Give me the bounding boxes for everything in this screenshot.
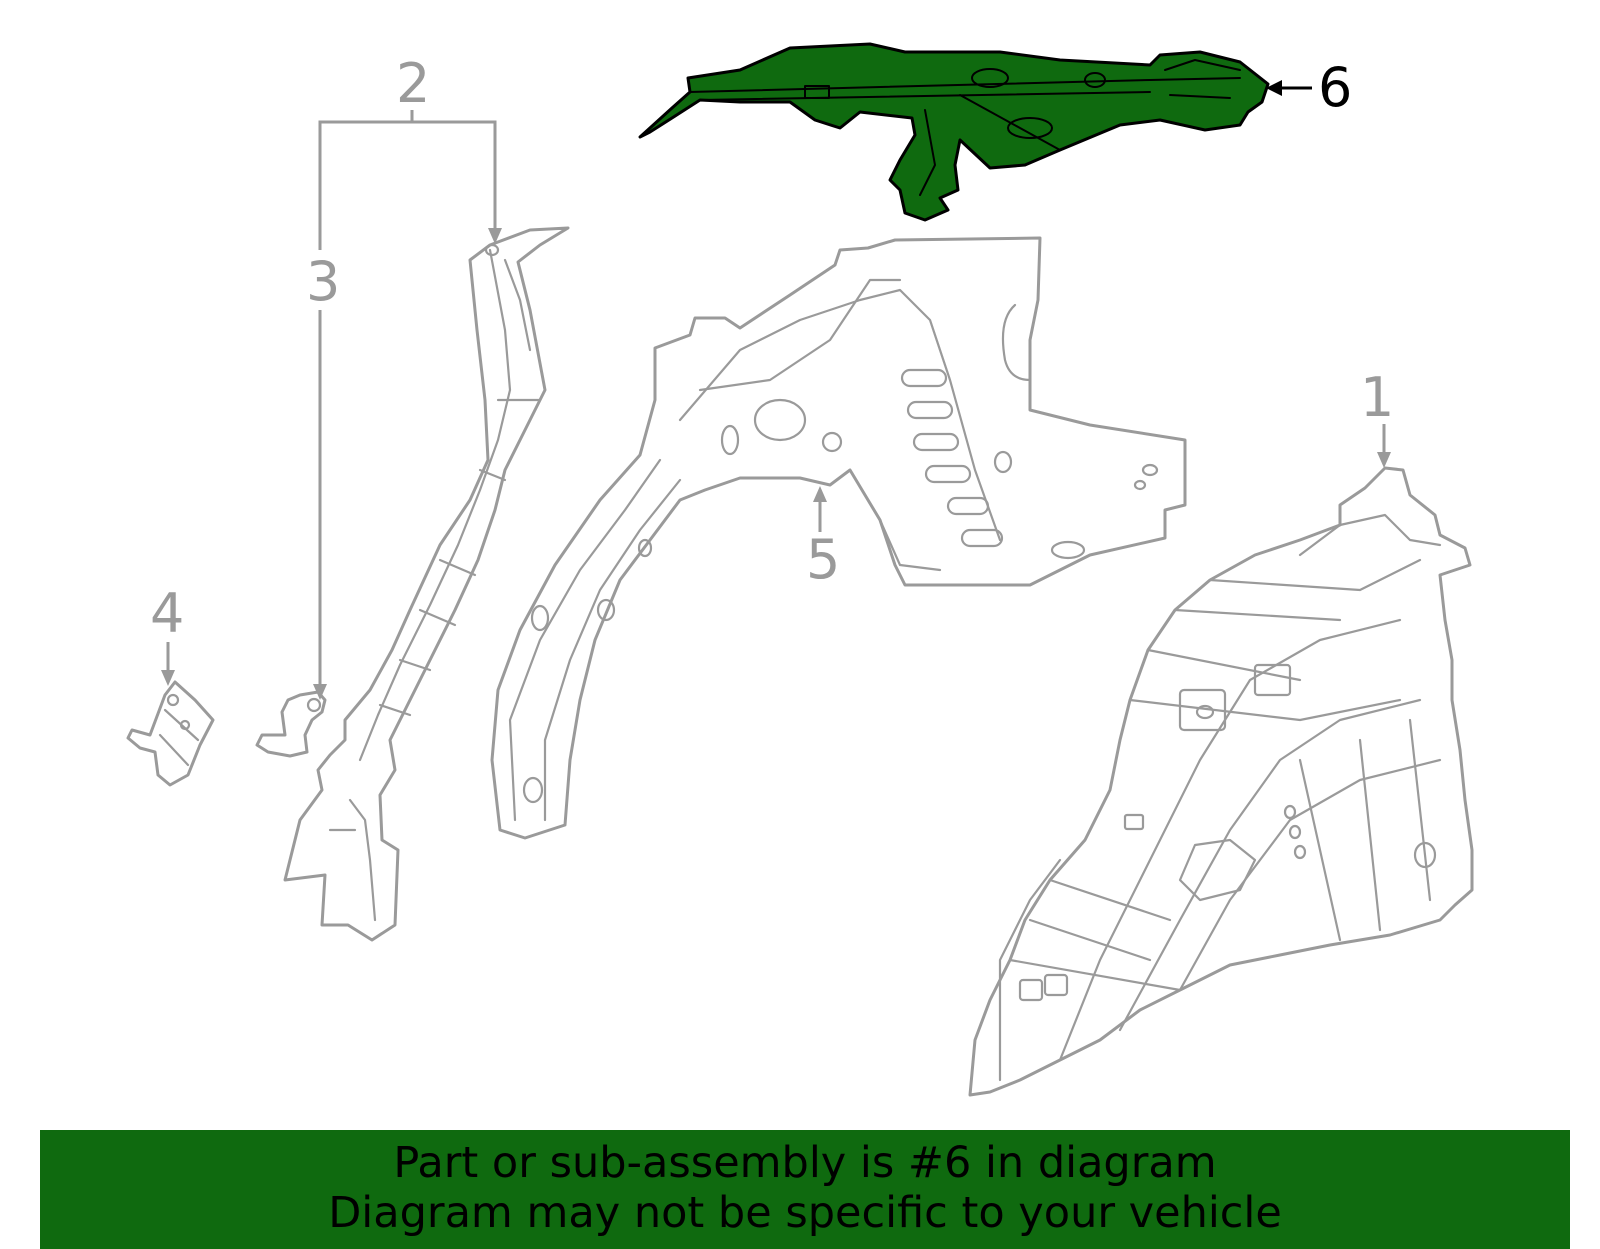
part-2[interactable]	[283, 226, 570, 942]
banner-line-1: Part or sub-assembly is #6 in diagram	[393, 1138, 1217, 1188]
part-6-highlighted[interactable]	[638, 42, 1270, 222]
callout-label-1: 1	[1360, 366, 1394, 429]
part-1[interactable]	[968, 466, 1474, 1097]
callout-5: 5	[806, 486, 840, 591]
callout-label-6: 6	[1318, 56, 1352, 119]
callout-1: 1	[1360, 366, 1394, 468]
part-5[interactable]	[490, 236, 1187, 840]
callout-label-4: 4	[150, 582, 184, 645]
parts-diagram: 6 2 3 4 5 1	[126, 42, 1474, 1097]
callout-2-3: 2 3	[306, 52, 502, 700]
part-3[interactable]	[255, 690, 327, 758]
callout-4: 4	[150, 582, 184, 686]
banner-line-2: Diagram may not be specific to your vehi…	[328, 1188, 1282, 1238]
callout-label-3: 3	[306, 250, 340, 313]
part-4[interactable]	[126, 680, 215, 787]
callout-label-5: 5	[806, 528, 840, 591]
callout-6: 6	[1266, 56, 1352, 119]
callout-label-2: 2	[396, 52, 430, 115]
info-banner: Part or sub-assembly is #6 in diagram Di…	[40, 1130, 1570, 1249]
